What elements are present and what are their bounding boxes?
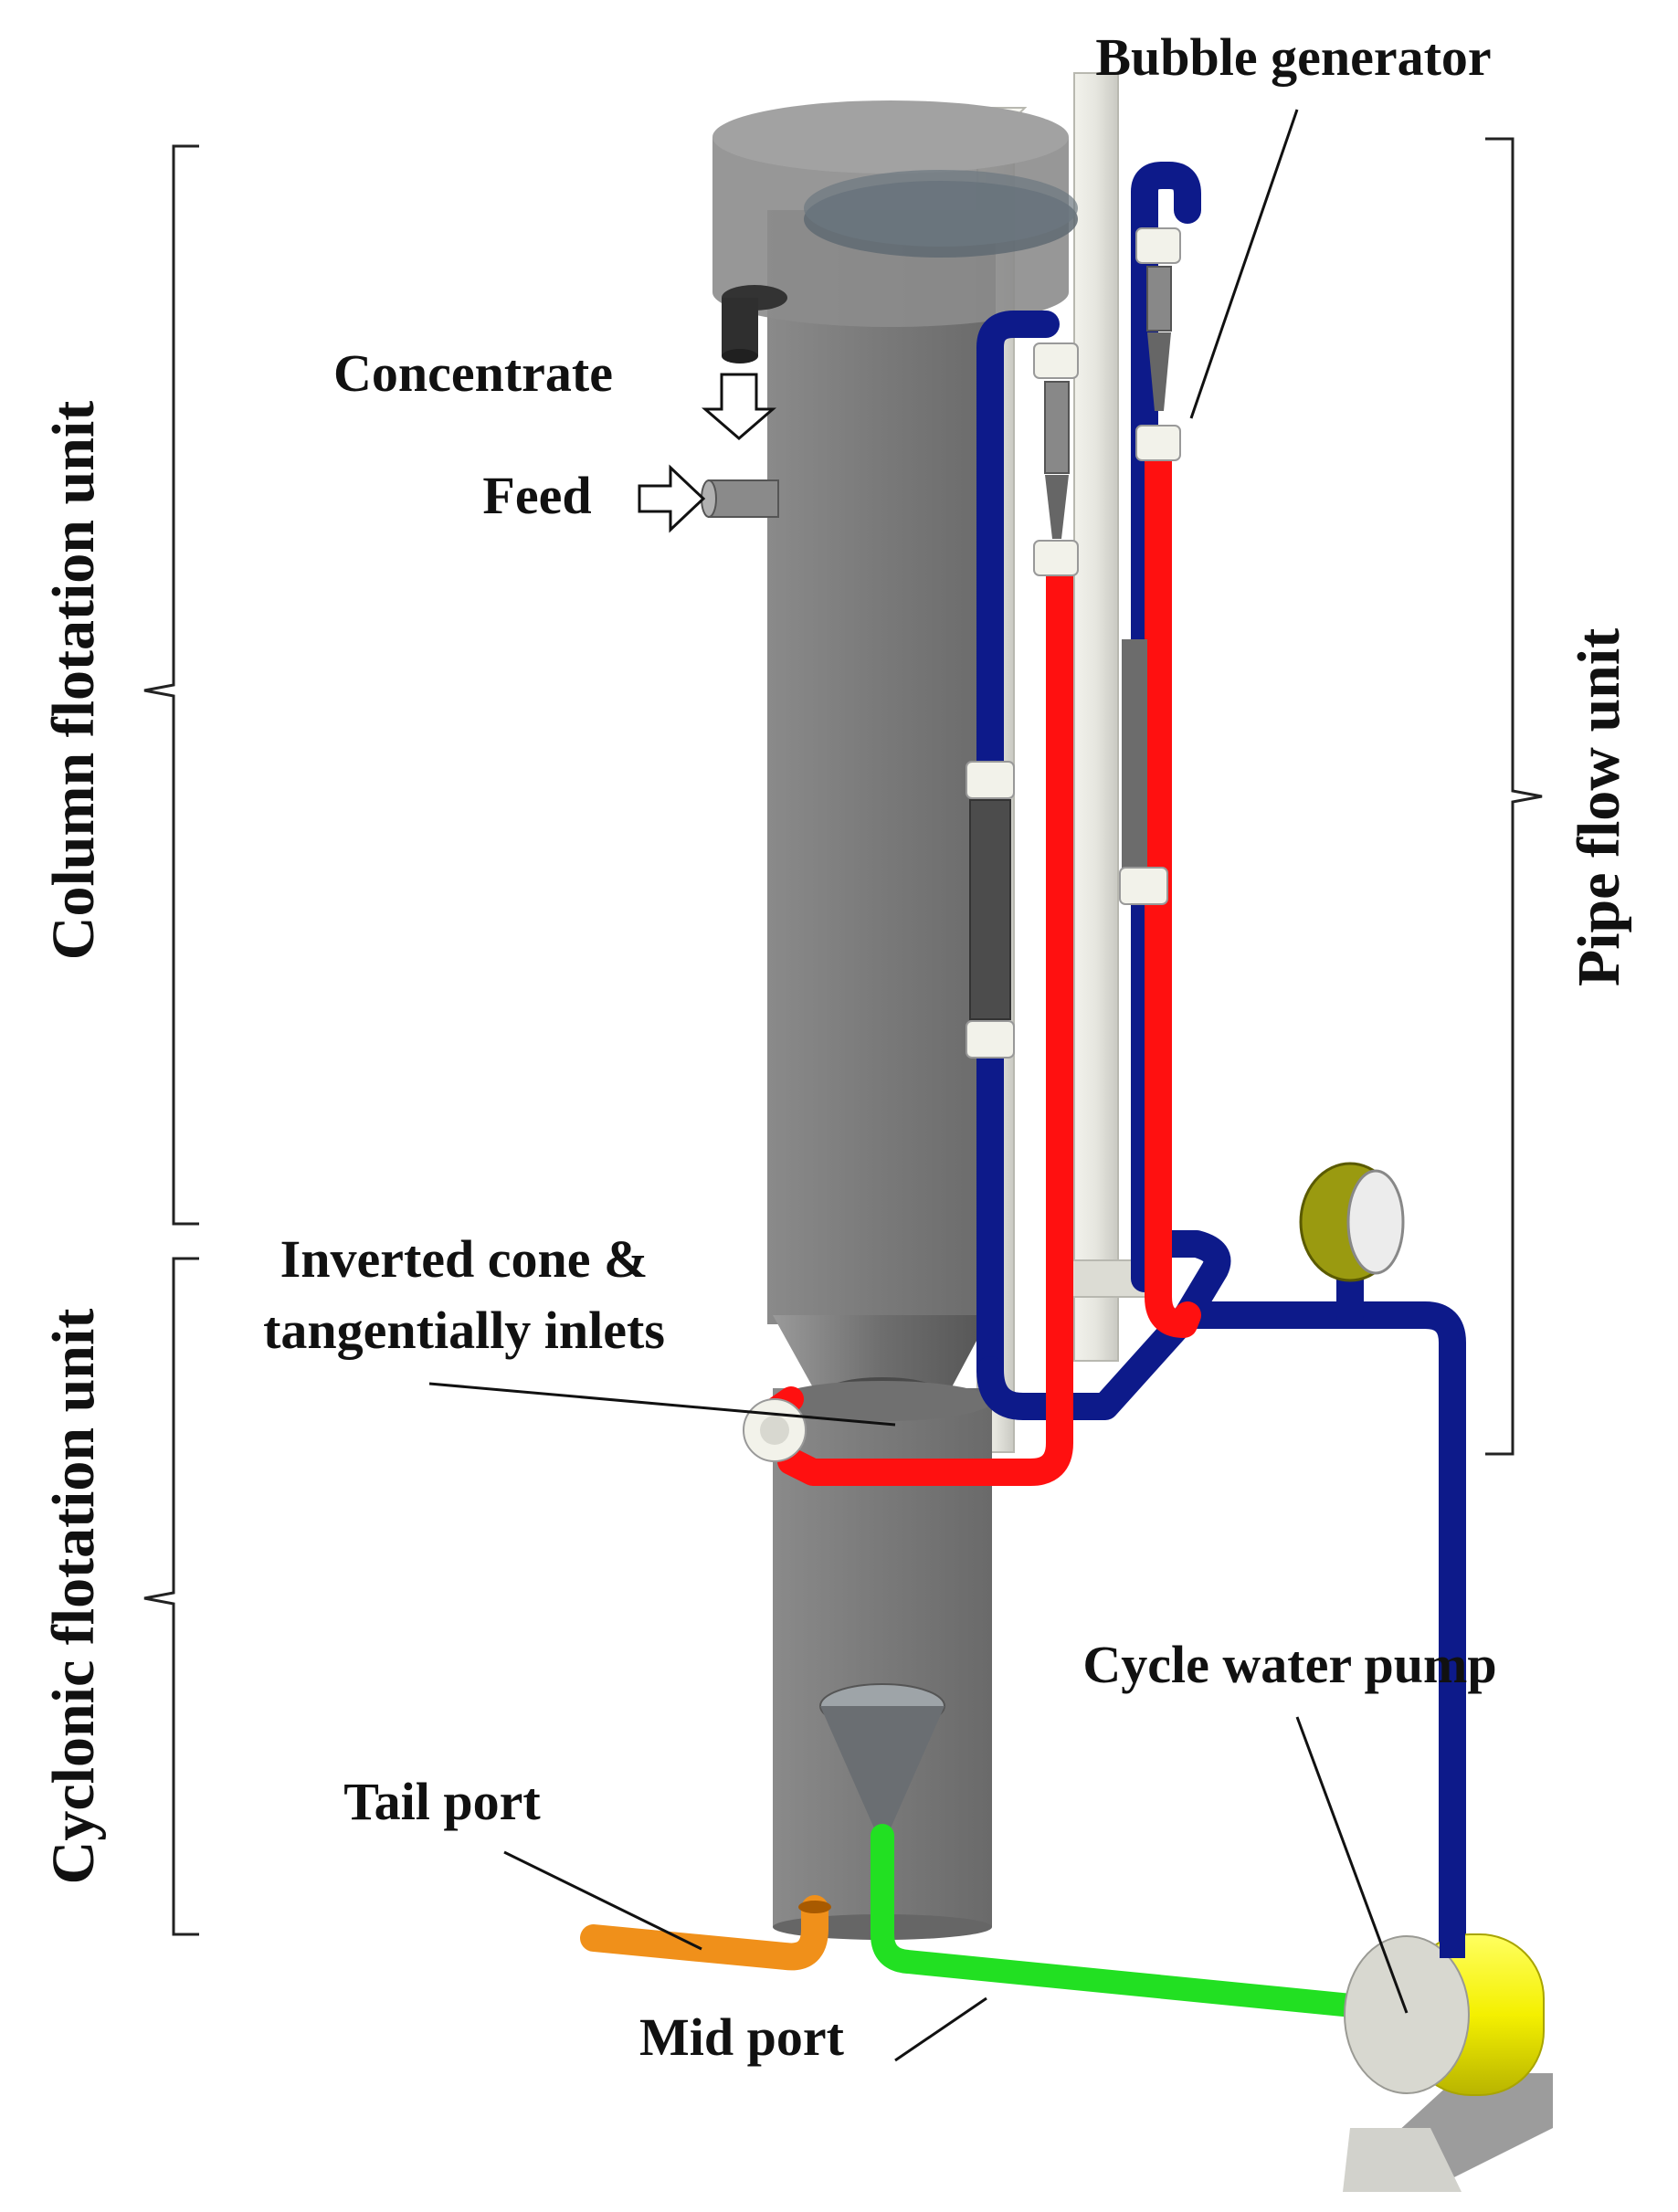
concentrate-label: Concentrate — [333, 343, 613, 403]
column-flotation-bracket — [143, 144, 199, 1226]
feed-label: Feed — [482, 466, 591, 525]
cyclonic-flotation-unit-label: Cyclonic flotation unit — [40, 1309, 107, 1885]
bubble-generator-label: Bubble generator — [1095, 27, 1491, 87]
pipe-flow-unit-label: Pipe flow unit — [1566, 628, 1632, 986]
mid-port-funnel — [819, 1683, 945, 1830]
flotation-column — [701, 100, 1078, 1324]
green-pipe — [871, 1824, 1364, 2017]
mid-port-label: Mid port — [639, 2007, 845, 2067]
feed-arrow-icon — [638, 464, 706, 533]
pipe-fittings — [743, 227, 1181, 1462]
tail-port-label: Tail port — [343, 1772, 541, 1831]
cyclonic-flotation-bracket — [143, 1257, 199, 1936]
tangential-inlets-label: tangentially inlets — [263, 1301, 665, 1360]
pipe-flow-bracket — [1485, 137, 1543, 1456]
tail-port-pipe — [580, 1895, 831, 1971]
blue-pipe-system — [976, 162, 1466, 1968]
leader-lines — [428, 109, 1409, 2062]
concentrate-arrow-icon — [701, 373, 777, 440]
column-flotation-unit-label: Column flotation unit — [40, 401, 107, 960]
inverted-cone-label: Inverted cone & — [280, 1229, 649, 1289]
cycle-water-pump-label: Cycle water pump — [1082, 1635, 1496, 1694]
pressure-gauge — [1299, 1162, 1405, 1304]
cycle-water-pump — [1343, 1922, 1553, 2192]
